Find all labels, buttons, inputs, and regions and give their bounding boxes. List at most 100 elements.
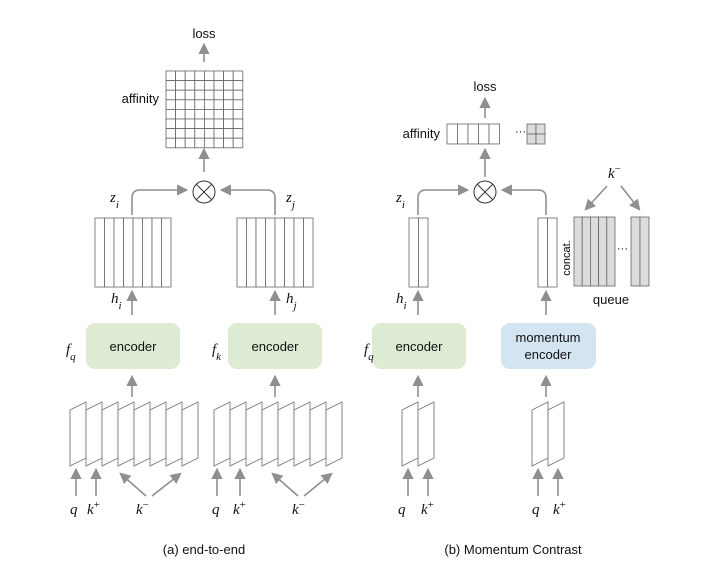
input-page <box>181 401 199 467</box>
feature-column <box>303 217 314 288</box>
input-page <box>325 401 343 467</box>
affinity-cell <box>488 123 500 145</box>
input-page <box>69 401 87 467</box>
feature-column <box>547 217 558 288</box>
z-j-label-a: zj <box>285 190 295 211</box>
affinity-cell <box>165 99 177 110</box>
input-page <box>213 401 231 467</box>
affinity-cell <box>194 80 205 91</box>
affinity-cell <box>203 70 215 82</box>
queue-column <box>598 216 608 287</box>
input-samples-right <box>213 401 343 467</box>
input-page <box>261 401 279 467</box>
affinity-cell <box>184 137 196 149</box>
encoder-label-right: encoder <box>252 339 300 354</box>
input-page <box>165 401 183 467</box>
input-page <box>293 401 311 467</box>
feature-column <box>236 217 247 288</box>
queue-column <box>630 216 641 287</box>
feature-column <box>284 217 295 288</box>
feature-column <box>408 217 419 288</box>
up-arrow-icon <box>584 185 608 211</box>
affinity-cell <box>232 118 244 130</box>
k-minus-label-a-right: k− <box>292 499 305 518</box>
affinity-vector-b <box>446 123 546 145</box>
k-minus-label-a-left: k− <box>136 499 149 518</box>
affinity-cell <box>203 80 215 91</box>
affinity-cell <box>223 128 234 139</box>
affinity-cell <box>165 80 177 91</box>
feature-column <box>142 217 153 288</box>
input-samples-b-right <box>531 401 565 467</box>
feature-column <box>537 217 548 288</box>
input-page <box>149 401 167 467</box>
affinity-cell <box>213 89 225 101</box>
encoder-label-b: encoder <box>396 339 444 354</box>
queue-column <box>590 216 600 287</box>
affinity-cell <box>203 99 215 110</box>
affinity-label-a: affinity <box>122 91 160 106</box>
feature-block-left <box>94 217 172 288</box>
affinity-cell <box>467 123 479 145</box>
k-plus-label-a-right: k+ <box>233 499 246 518</box>
affinity-cell <box>175 80 186 91</box>
affinity-cell <box>526 123 537 135</box>
affinity-cell <box>194 128 205 139</box>
h-j-label-a: hj <box>286 291 297 312</box>
affinity-cell <box>175 70 186 82</box>
affinity-cell <box>232 99 244 110</box>
affinity-cell <box>175 128 186 139</box>
affinity-cell <box>194 137 205 149</box>
affinity-cell <box>184 99 196 110</box>
k-plus-label-b-left: k+ <box>421 499 434 518</box>
feature-column <box>94 217 105 288</box>
curved-arrow-icon <box>131 184 189 215</box>
feature-column <box>132 217 143 288</box>
input-samples-b-left <box>401 401 435 467</box>
input-page <box>277 401 295 467</box>
affinity-matrix-a <box>165 70 244 149</box>
concat-label: concat. <box>561 240 573 275</box>
f-k-label-a: fk <box>212 342 222 363</box>
affinity-cell <box>203 89 215 101</box>
affinity-cell <box>194 89 205 101</box>
affinity-cell <box>446 123 458 145</box>
affinity-cell <box>203 109 215 120</box>
affinity-cell <box>184 109 196 120</box>
loss-label-b: loss <box>473 79 497 94</box>
affinity-cell <box>175 137 186 149</box>
affinity-cell <box>194 109 205 120</box>
affinity-cell <box>223 118 234 130</box>
affinity-cell <box>165 70 177 82</box>
feature-column <box>246 217 257 288</box>
affinity-cell <box>232 89 244 101</box>
momentum-encoder-label-line2: encoder <box>525 347 573 362</box>
affinity-cell <box>203 128 215 139</box>
affinity-cell <box>223 70 234 82</box>
loss-label-a: loss <box>192 26 216 41</box>
caption-a: (a) end-to-end <box>163 542 245 557</box>
input-samples-left <box>69 401 199 467</box>
affinity-cell <box>223 80 234 91</box>
z-i-label-a: zi <box>109 190 119 211</box>
panel-momentum-contrast: loss affinity ··· zi concat. ··· queue k… <box>364 79 650 557</box>
queue-column <box>639 216 650 287</box>
affinity-cell <box>232 137 244 149</box>
curved-arrow-icon <box>500 184 547 215</box>
affinity-cell <box>203 118 215 130</box>
feature-column <box>265 217 276 288</box>
affinity-cell <box>232 109 244 120</box>
input-page <box>417 401 435 467</box>
feature-column <box>274 217 285 288</box>
q-label-a-left: q <box>70 502 78 518</box>
affinity-cell <box>535 133 546 145</box>
q-label-b-right: q <box>532 502 540 518</box>
up-arrow-icon <box>151 472 182 497</box>
affinity-cell <box>184 128 196 139</box>
feature-column <box>418 217 429 288</box>
feature-column <box>255 217 266 288</box>
affinity-cell <box>535 123 546 135</box>
queue-label: queue <box>593 292 629 307</box>
curved-arrow-icon <box>219 184 276 215</box>
query-feature-block <box>408 217 429 288</box>
